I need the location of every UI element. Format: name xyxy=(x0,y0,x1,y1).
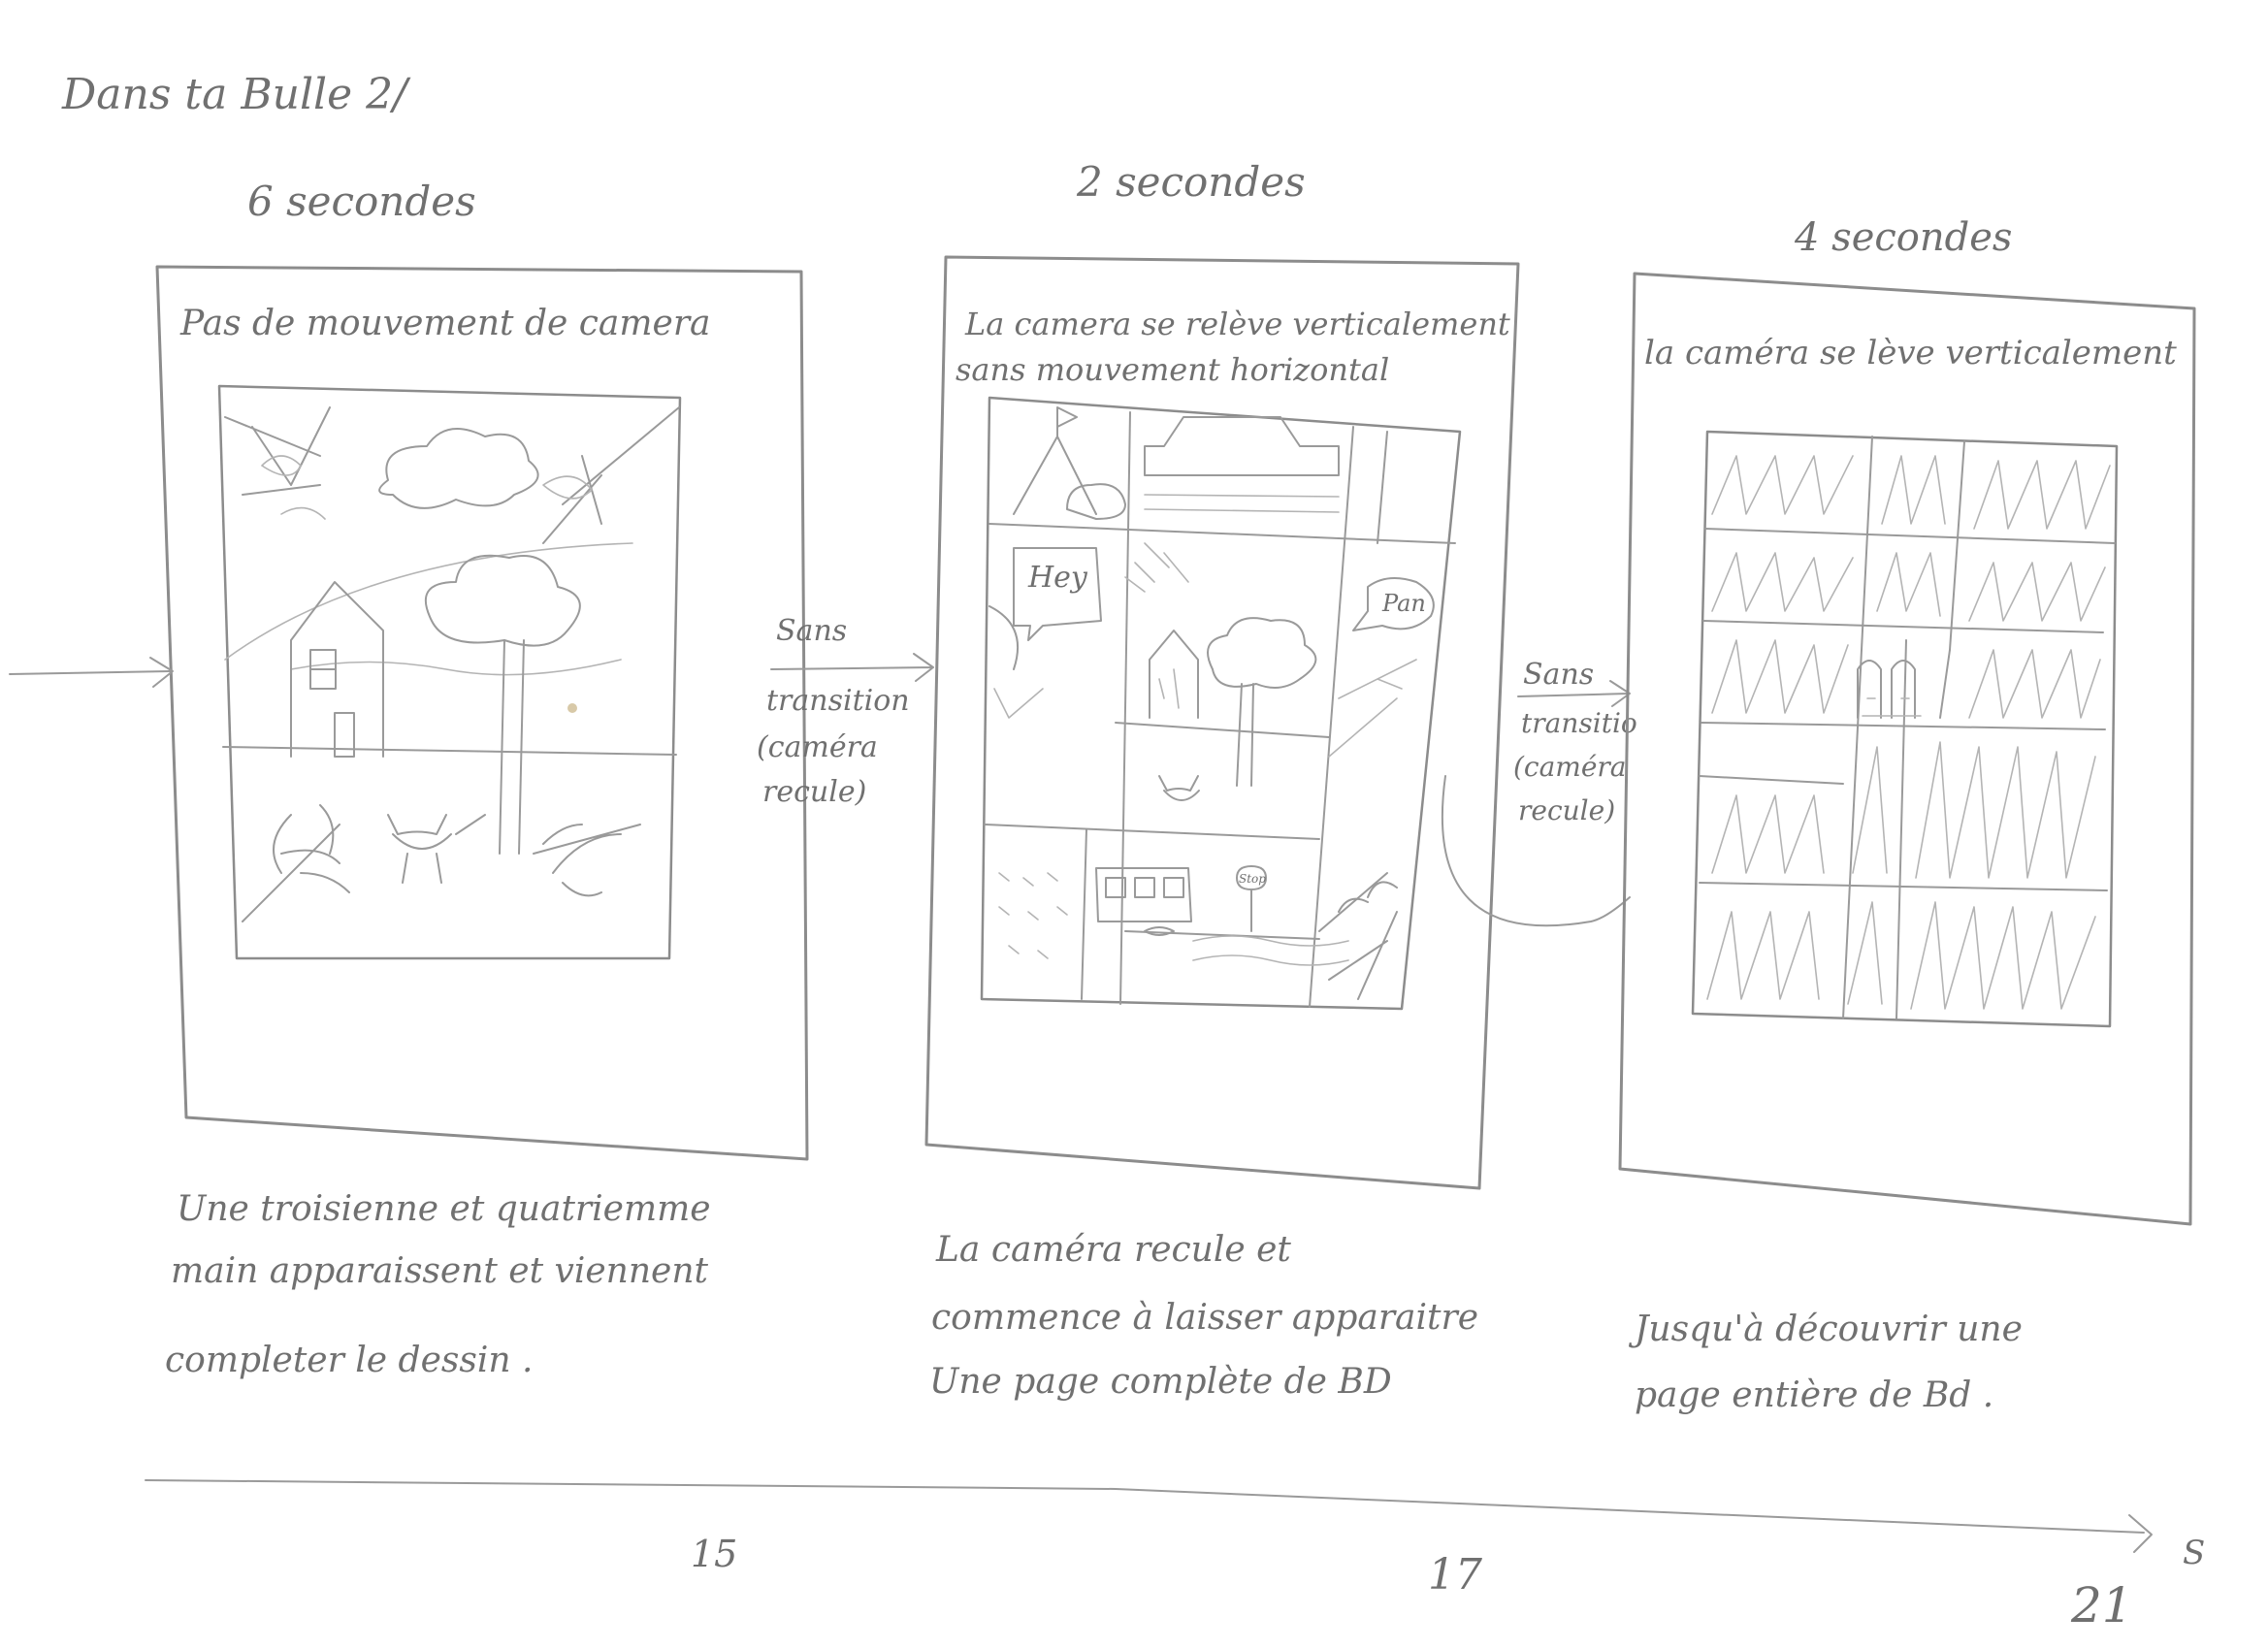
transition-1-line-4: recule) xyxy=(762,775,866,809)
transition-2-line-2: transitio xyxy=(1521,707,1637,739)
bus-icon xyxy=(1095,867,1192,922)
sun-rays-icon xyxy=(1124,542,1189,593)
transition-1-line-1: Sans xyxy=(776,614,847,648)
cloud-icon xyxy=(378,428,539,509)
tree-icon xyxy=(1207,617,1317,787)
sun-dot xyxy=(567,703,577,713)
scene-2: 2 secondes La camera se relève verticale… xyxy=(924,158,1520,1402)
transition-2-arrow-icon xyxy=(1517,680,1631,707)
hill-line xyxy=(224,542,633,661)
transition-2-line-1: Sans xyxy=(1523,658,1594,692)
scene-1-comic-panel xyxy=(217,384,682,960)
scene-1-frame-number: 15 xyxy=(691,1533,737,1575)
cat-icon xyxy=(1158,775,1200,801)
speech-bubble-pan: Pan xyxy=(1352,577,1435,631)
scene-2-description-line-3: Une page complète de BD xyxy=(929,1362,1392,1402)
scene-1-description-line-3: completer le dessin . xyxy=(165,1341,533,1380)
transition-1-line-3: (caméra xyxy=(757,730,878,764)
scene-2-description-line-1: La caméra recule et xyxy=(935,1230,1291,1270)
car-icon xyxy=(1144,416,1340,476)
transition-2: Sans transitio (caméra recule) xyxy=(1441,658,1637,927)
scene-1-description-line-1: Une troisienne et quatriemme xyxy=(177,1189,711,1229)
bush-icon xyxy=(1066,483,1126,520)
scene-2-duration: 2 secondes xyxy=(1076,158,1306,206)
transition-2-line-4: recule) xyxy=(1518,794,1615,826)
scene-1-frame xyxy=(155,265,809,1161)
tree-icon xyxy=(424,554,581,855)
scene-3-description-line-2: page entière de Bd . xyxy=(1635,1375,1993,1415)
horizon-line xyxy=(290,659,622,676)
transition-2-line-3: (caméra xyxy=(1513,751,1627,783)
hatching xyxy=(1706,455,2111,1010)
scene-3-frame-number: 21 xyxy=(2070,1577,2133,1633)
sheet-title: Dans ta Bulle 2/ xyxy=(61,70,411,119)
grass-marks xyxy=(998,872,1068,959)
bird-icon xyxy=(993,688,1044,719)
house-icon xyxy=(290,581,384,758)
scene-2-comic-page: Hey Pan Stop xyxy=(980,396,1462,1011)
scene-3-comic-page-grid xyxy=(1691,430,2119,1028)
speech-bubble-pan-text: Pan xyxy=(1381,590,1426,617)
speech-bubble-hey-text: Hey xyxy=(1027,561,1088,595)
sun-icon xyxy=(988,605,1020,670)
wheel-icon xyxy=(1144,926,1175,936)
timeline: S 15 17 21 xyxy=(145,1479,2205,1633)
scene-1-duration: 6 secondes xyxy=(247,178,476,225)
scene-3-description-line-1: Jusqu'à découvrir une xyxy=(1628,1310,2023,1349)
scene-2-camera-note-line-2: sans mouvement horizontal xyxy=(956,351,1389,388)
cat-icon xyxy=(387,814,486,884)
scene-1-description-line-2: main apparaissent et viennent xyxy=(171,1251,709,1291)
stop-sign-text: Stop xyxy=(1239,872,1266,886)
speech-bubble-hey: Hey xyxy=(1013,547,1102,641)
river-line xyxy=(1192,935,1349,966)
characters-icon xyxy=(1857,660,1922,719)
scene-2-frame xyxy=(924,255,1520,1190)
flag-icon xyxy=(1013,406,1097,515)
house-icon xyxy=(1149,630,1199,719)
scene-1: 6 secondes Pas de mouvement de camera xyxy=(155,178,809,1380)
scene-3-duration: 4 secondes xyxy=(1794,215,2012,260)
scene-2-description-line-2: commence à laisser apparaitre xyxy=(931,1298,1478,1338)
transition-1: Sans transition (caméra recule) xyxy=(757,614,934,809)
trees-cluster-icon xyxy=(1318,872,1398,1000)
transition-1-line-2: transition xyxy=(766,684,910,718)
scene-1-camera-note: Pas de mouvement de camera xyxy=(179,304,711,343)
curve-connector xyxy=(1441,775,1631,927)
scene-3-frame xyxy=(1618,272,2196,1226)
transition-1-arrow-icon xyxy=(770,653,934,682)
scene-2-camera-note-line-1: La camera se relève verticalement xyxy=(964,306,1510,342)
fern-icon xyxy=(533,824,641,897)
scene-2-frame-number: 17 xyxy=(1428,1550,1482,1600)
branch-icon xyxy=(224,406,331,520)
timeline-arrow-icon xyxy=(2128,1514,2153,1553)
stop-sign-icon: Stop xyxy=(1236,865,1267,932)
incoming-arrow-icon xyxy=(9,657,174,688)
timeline-end-label: S xyxy=(2183,1534,2205,1572)
leaves-icon xyxy=(242,804,350,922)
branch-icon xyxy=(542,406,680,544)
timeline-axis xyxy=(145,1479,2145,1534)
scene-3: 4 secondes la caméra se lève verticaleme… xyxy=(1618,215,2196,1415)
scene-3-camera-note: la caméra se lève verticalement xyxy=(1644,334,2177,372)
